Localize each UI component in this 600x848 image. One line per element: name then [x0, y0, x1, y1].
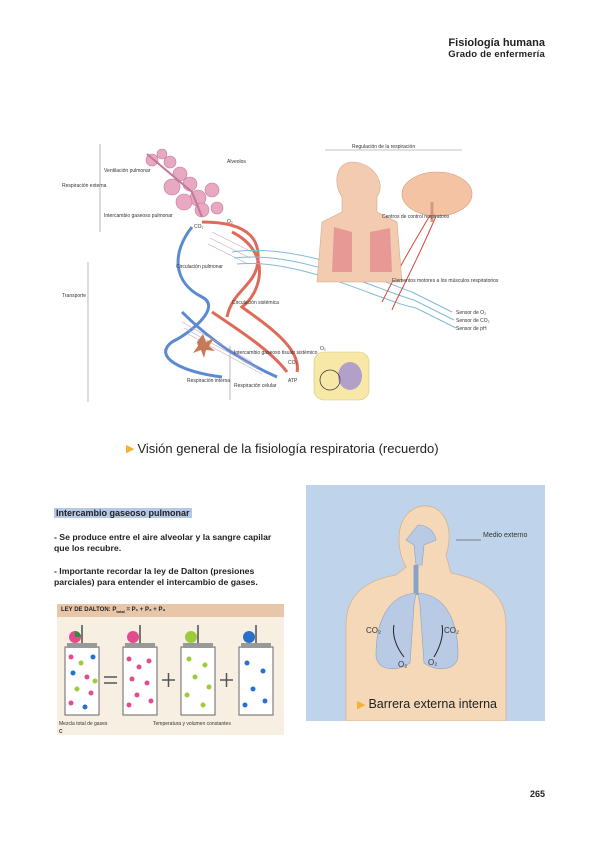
label-circulacion-sistemica: Circulación sistémica — [232, 300, 279, 306]
label-respiracion-externa: Respiración externa — [62, 183, 107, 189]
label-medio-externo: Medio externo — [483, 532, 527, 539]
label-alveolos: Alveolos — [227, 159, 246, 165]
header-subtitle: Grado de enfermería — [448, 49, 545, 60]
dalton-title: LEY DE DALTON: Ptotal = P₁ + P₂ + P₃ — [57, 604, 284, 617]
label-co2-left: CO₂ — [366, 626, 381, 635]
label-o2-left: O₂ — [398, 660, 407, 669]
dalton-right-label: Temperatura y volumen constantes — [153, 721, 231, 727]
label-centros: Centros de control respiratorio — [382, 214, 449, 220]
section-heading: Intercambio gaseoso pulmonar — [54, 508, 192, 518]
label-co2-right: CO₂ — [444, 626, 459, 635]
page-number: 265 — [530, 789, 546, 799]
label-o2-cell: O₂ — [320, 346, 326, 352]
barrier-figure: Medio externo CO₂ CO₂ O₂ O₂ — [306, 485, 545, 722]
label-transporte: Transporte — [62, 293, 86, 299]
caption-triangle-icon: ▶ — [126, 443, 135, 455]
label-o2-right: O₂ — [428, 658, 437, 667]
label-circulacion-pulmonar: Circulación pulmonar — [176, 264, 223, 270]
label-intercambio: Intercambio gaseoso pulmonar — [104, 213, 173, 219]
label-o2-top: O₂ — [227, 219, 233, 225]
label-intercambio-sistemico: Intercambio gaseoso tisular sistémico — [234, 350, 318, 356]
bullet-1: - Se produce entre el aire alveolar y la… — [54, 532, 272, 553]
respiratory-physiology-figure: Alveolos Respiración externa Ventilación… — [62, 144, 499, 402]
label-musculos: Elementos motores a los músculos respira… — [392, 278, 499, 284]
label-co2-cell: CO₂ — [288, 360, 298, 366]
figure2-caption: ▶ Barrera externa interna — [357, 697, 497, 711]
figure1-caption-text: Visión general de la fisiología respirat… — [137, 441, 439, 456]
label-sensor-o2: Sensor de O₂ — [456, 310, 486, 316]
label-respiracion-celular: Respiración celular — [234, 383, 277, 389]
dalton-corner-label: C — [59, 729, 63, 735]
label-respiracion-interna: Respiración interna — [187, 378, 230, 384]
label-atp: ATP — [288, 378, 298, 384]
label-sensor-co2: Sensor de CO₂ — [456, 318, 490, 324]
label-co2-top: CO₂ — [194, 224, 204, 230]
caption-triangle-icon-2: ▶ — [357, 698, 366, 711]
label-ventilacion: Ventilación pulmonar — [104, 168, 151, 174]
header-title: Fisiología humana — [448, 37, 545, 49]
dalton-diagram: Mezcla total de gases Temperatura y volu… — [59, 625, 274, 735]
barrier-diagram: Medio externo CO₂ CO₂ O₂ O₂ — [345, 505, 527, 722]
label-sensor-ph: Sensor de pH — [456, 326, 487, 332]
figure2-caption-text: Barrera externa interna — [368, 697, 498, 711]
dalton-law-figure: LEY DE DALTON: Ptotal = P₁ + P₂ + P₃ Mez… — [57, 604, 284, 735]
label-regulacion: Regulación de la respiración — [352, 144, 415, 150]
dalton-left-label: Mezcla total de gases — [59, 721, 108, 727]
bullet-2: - Importante recordar la ley de Dalton (… — [54, 566, 258, 587]
figure1-caption: ▶ Visión general de la fisiología respir… — [126, 441, 439, 456]
